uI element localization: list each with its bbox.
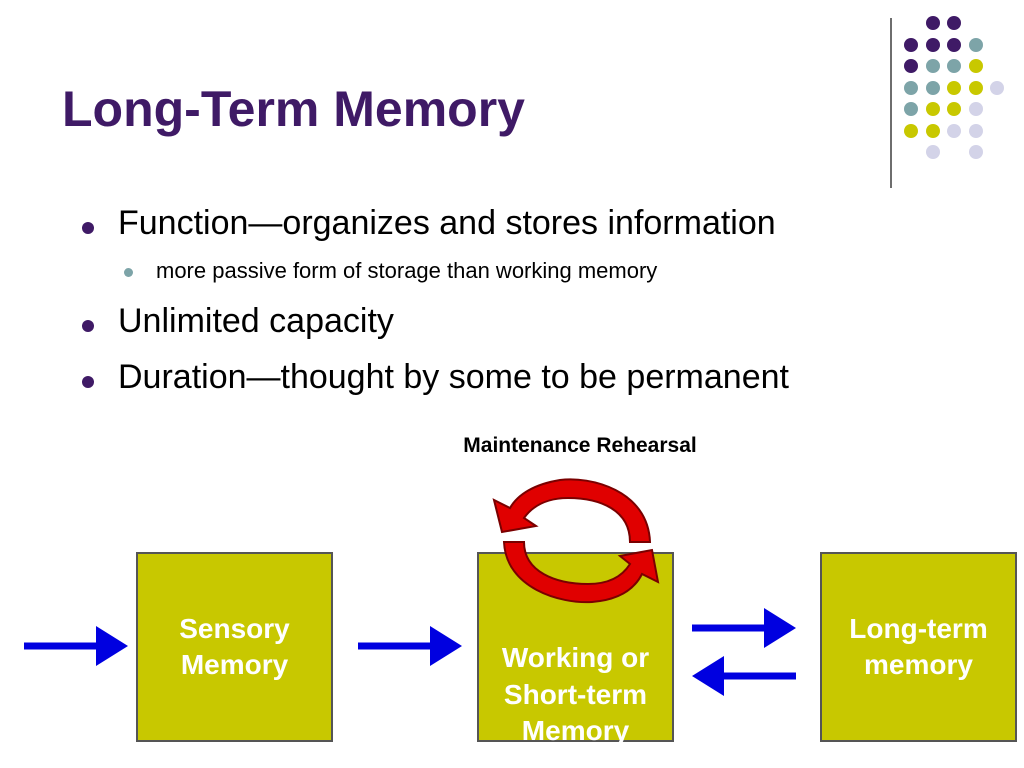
- bullet-icon: [82, 222, 94, 234]
- divider-line: [890, 18, 892, 188]
- decorative-dot: [947, 37, 961, 52]
- decorative-dot: [968, 102, 983, 116]
- decorative-dot: [968, 123, 983, 138]
- decorative-dot: [947, 59, 961, 73]
- decorative-dot: [925, 123, 940, 138]
- working-memory-label: Working or Short-term Memory: [501, 642, 650, 747]
- bullet-text: Unlimited capacity: [118, 302, 394, 340]
- right-arrow-icon: [24, 626, 128, 666]
- decorative-dot: [990, 80, 1004, 95]
- decorative-dot: [925, 145, 940, 159]
- decorative-dot: [925, 37, 940, 52]
- decorative-dot: [947, 102, 961, 116]
- bullet-item-duration: Duration—thought by some to be permanent: [82, 358, 789, 397]
- decorative-dot: [904, 102, 918, 116]
- sub-bullet-text: more passive form of storage than workin…: [156, 258, 658, 283]
- sensory-memory-box: Sensory Memory: [136, 552, 333, 742]
- left-arrow-icon: [692, 656, 796, 696]
- sensory-memory-label: Sensory Memory: [179, 612, 290, 680]
- bullet-text: Function—organizes and stores informatio…: [118, 204, 776, 242]
- circular-arrow-icon: [492, 478, 660, 604]
- maintenance-rehearsal-label: Maintenance Rehearsal: [463, 434, 697, 457]
- decorative-dot: [904, 123, 918, 138]
- decorative-dot: [947, 123, 961, 138]
- bullet-item-capacity: Unlimited capacity: [82, 302, 394, 341]
- bullet-icon: [82, 376, 94, 388]
- right-arrow-icon: [692, 608, 796, 648]
- bullet-icon: [82, 320, 94, 332]
- right-arrow-icon: [358, 626, 462, 666]
- decorative-dot: [968, 80, 983, 95]
- sub-bullet-item: more passive form of storage than workin…: [124, 258, 658, 284]
- bullet-icon: [124, 268, 133, 277]
- decorative-dot: [925, 59, 940, 73]
- decorative-dot: [925, 16, 940, 30]
- long-term-memory-label: Long-term memory: [849, 612, 988, 680]
- decorative-dot: [925, 102, 940, 116]
- decorative-dot: [904, 59, 918, 73]
- decorative-dot: [904, 80, 918, 95]
- decorative-dot: [925, 80, 940, 95]
- decorative-dot: [947, 16, 961, 30]
- decorative-dot: [904, 37, 918, 52]
- bullet-text: Duration—thought by some to be permanent: [118, 358, 789, 396]
- decorative-dot: [968, 59, 983, 73]
- decorative-dot: [968, 37, 983, 52]
- decorative-dot: [968, 145, 983, 159]
- decorative-dot: [947, 80, 961, 95]
- long-term-memory-box: Long-term memory: [820, 552, 1017, 742]
- bullet-item-function: Function—organizes and stores informatio…: [82, 204, 776, 243]
- slide-title: Long-Term Memory: [62, 81, 525, 137]
